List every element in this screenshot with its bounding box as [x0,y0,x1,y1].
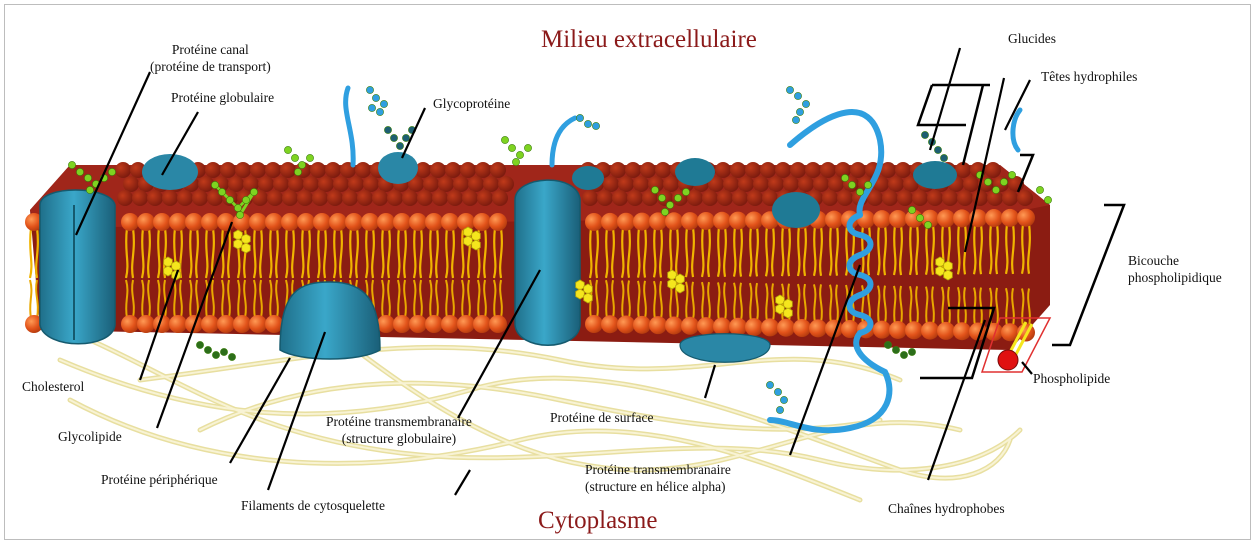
cytoplasm-title: Cytoplasme [538,507,657,535]
transmembrane-globular-protein [515,180,580,345]
label-bilayer-line1: Bicouche [1128,252,1222,269]
label-hydrophilic-heads: Têtes hydrophiles [1041,68,1137,85]
label-channel-protein: Protéine canal (protéine de transport) [150,41,271,75]
peripheral-protein [280,282,380,359]
surface-protein [680,334,770,363]
label-transmembrane-helix-line1: Protéine transmembranaire [585,461,731,478]
label-transmembrane-globular: Protéine transmembranaire (structure glo… [326,413,472,447]
label-surface-protein: Protéine de surface [550,409,653,426]
label-bilayer-line2: phospholipidique [1128,269,1222,286]
label-transmembrane-helix: Protéine transmembranaire (structure en … [585,461,731,495]
label-cholesterol: Cholesterol [22,378,84,395]
label-globular-protein: Protéine globulaire [171,89,274,106]
label-cytoskeleton-filaments: Filaments de cytosquelette [241,497,385,514]
channel-protein [40,190,115,344]
label-channel-protein-line1: Protéine canal [150,41,271,58]
label-hydrophobic-chains: Chaînes hydrophobes [888,500,1005,517]
label-carbohydrates: Glucides [1008,30,1056,47]
label-transmembrane-globular-line1: Protéine transmembranaire [326,413,472,430]
label-peripheral-protein: Protéine périphérique [101,471,218,488]
label-bilayer: Bicouche phospholipidique [1128,252,1222,286]
glycoprotein-body [378,152,418,184]
label-phospholipid: Phospholipide [1033,370,1110,387]
label-glycolipid: Glycolipide [58,428,122,445]
label-channel-protein-line2: (protéine de transport) [150,58,271,75]
label-glycoprotein: Glycoprotéine [433,95,510,112]
extracellular-title: Milieu extracellulaire [541,26,757,54]
label-transmembrane-helix-line2: (structure en hélice alpha) [585,478,731,495]
label-transmembrane-globular-line2: (structure globulaire) [326,430,472,447]
